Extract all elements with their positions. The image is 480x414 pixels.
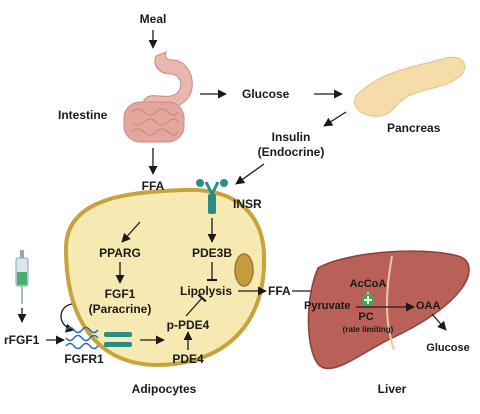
label-meal: Meal [139, 12, 167, 26]
label-glucose-liver: Glucose [426, 342, 470, 354]
label-pde3b: PDE3B [191, 246, 233, 260]
arrow-insulin-to-insr [235, 163, 265, 185]
label-pparg: PPARG [99, 246, 141, 260]
label-pc: PC [358, 311, 374, 323]
liver-icon [307, 250, 470, 370]
label-adipocytes: Adipocytes [131, 382, 197, 396]
inhibit-ppde4-lipolysis [185, 293, 207, 317]
label-rfgf1: rFGF1 [4, 333, 40, 347]
pancreas-icon [354, 56, 466, 117]
syringe-icon [15, 250, 29, 304]
label-ffa-mid: FFA [268, 284, 291, 298]
adipocyte-cell [63, 187, 267, 367]
nucleus-icon [234, 253, 254, 287]
label-accoa: AcCoA [349, 278, 387, 290]
label-p-pde4: p-PDE4 [166, 318, 210, 332]
label-liver: Liver [377, 382, 407, 396]
label-rate-limiting: (rate limiting) [342, 325, 394, 334]
label-pde4: PDE4 [172, 352, 204, 366]
fgfr1-receptor-icon [65, 326, 132, 350]
label-pyruvate: Pyruvate [304, 300, 351, 312]
label-ffa-top: FFA [141, 179, 165, 193]
arrow-oaa-to-glucose [431, 313, 447, 331]
arrow-fgf1-to-fgfr1 [60, 303, 75, 333]
label-insulin: Insulin [271, 130, 311, 144]
plus-icon [362, 294, 374, 306]
arrow-ffa-to-pparg [121, 221, 141, 243]
label-insr: INSR [233, 197, 262, 211]
label-fgfr1: FGFR1 [64, 352, 104, 366]
label-paracrine: (Paracrine) [88, 302, 152, 316]
label-oaa: OAA [416, 300, 441, 312]
label-fgf1: FGF1 [104, 287, 136, 301]
label-lipolysis: Lipolysis [179, 284, 233, 298]
label-glucose-top: Glucose [242, 87, 290, 101]
label-pancreas: Pancreas [387, 121, 441, 135]
label-endocrine: (Endocrine) [257, 145, 325, 159]
intestine-icon [123, 101, 185, 143]
insulin-receptor-icon [196, 179, 228, 214]
label-intestine: Intestine [58, 108, 108, 122]
arrow-pancreas-to-insulin [323, 111, 347, 127]
